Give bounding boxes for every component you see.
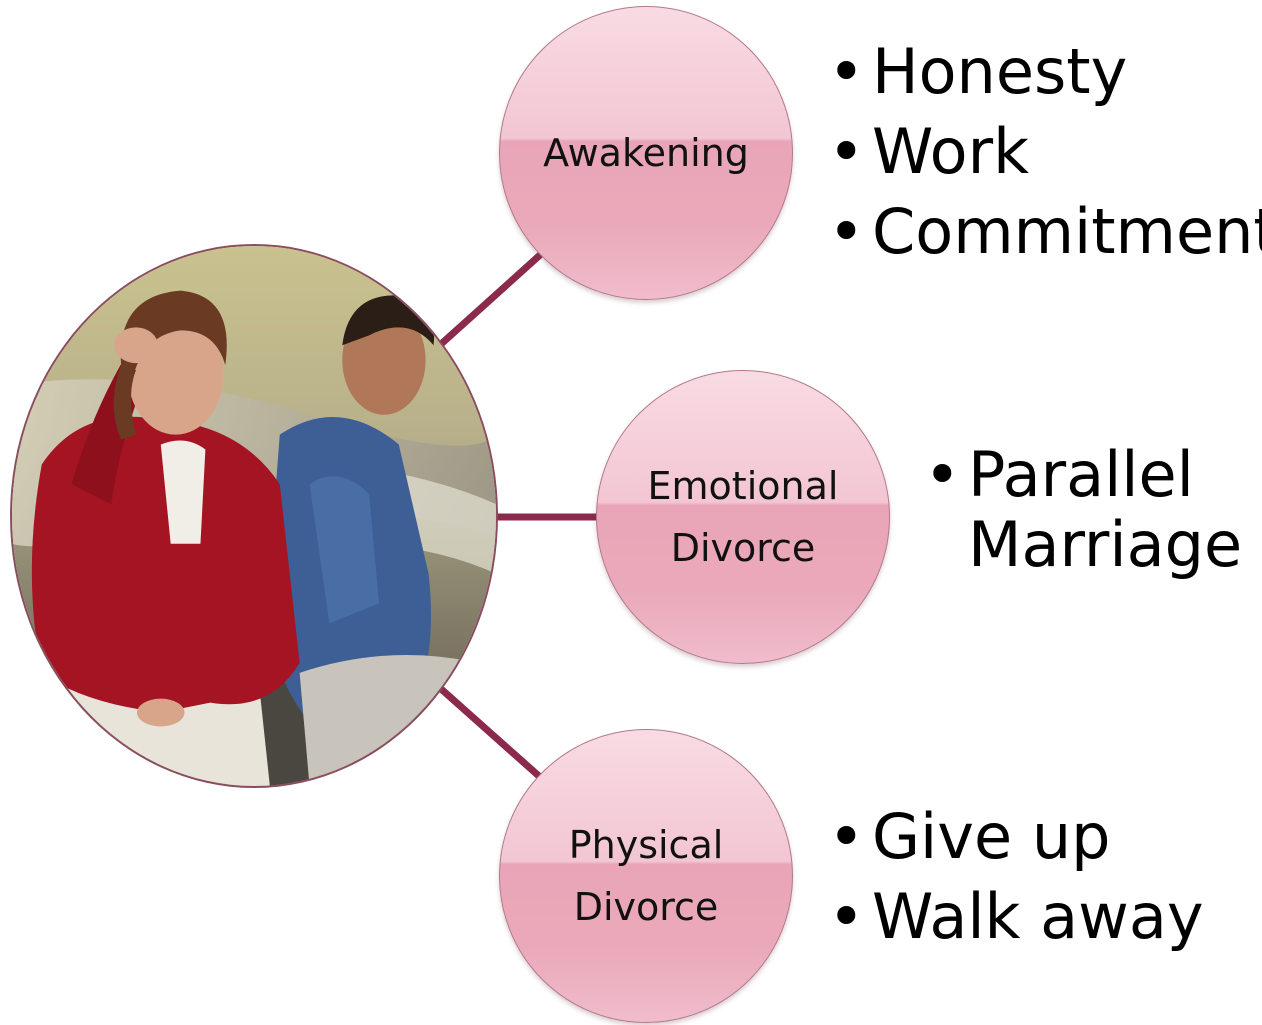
list-item: Honesty xyxy=(828,32,1262,112)
couple-photo-icon xyxy=(10,244,498,788)
node-label: Divorce xyxy=(573,885,719,929)
node-emotional-divorce: Emotional Divorce xyxy=(596,370,890,664)
list-item: Commitment xyxy=(828,192,1262,272)
node-label: Emotional xyxy=(647,464,839,508)
node-label: Divorce xyxy=(670,526,816,570)
node-physical-divorce: Physical Divorce xyxy=(499,729,793,1023)
list-item: Give up xyxy=(828,797,1204,877)
couple-photo-illustration xyxy=(12,246,496,786)
bullet-list-emotional-divorce: Parallel Marriage xyxy=(924,440,1262,580)
connector-awakening xyxy=(436,251,544,349)
connector-physical xyxy=(436,684,544,781)
bullet-list-physical-divorce: Give up Walk away xyxy=(828,797,1204,957)
bullet-list-awakening: Honesty Work Commitment xyxy=(828,32,1262,272)
list-item: Work xyxy=(828,112,1262,192)
node-label: Physical xyxy=(568,823,724,867)
list-item: Parallel Marriage xyxy=(924,440,1262,580)
node-awakening: Awakening xyxy=(499,6,793,300)
node-label: Awakening xyxy=(543,131,749,175)
list-item: Walk away xyxy=(828,877,1204,957)
